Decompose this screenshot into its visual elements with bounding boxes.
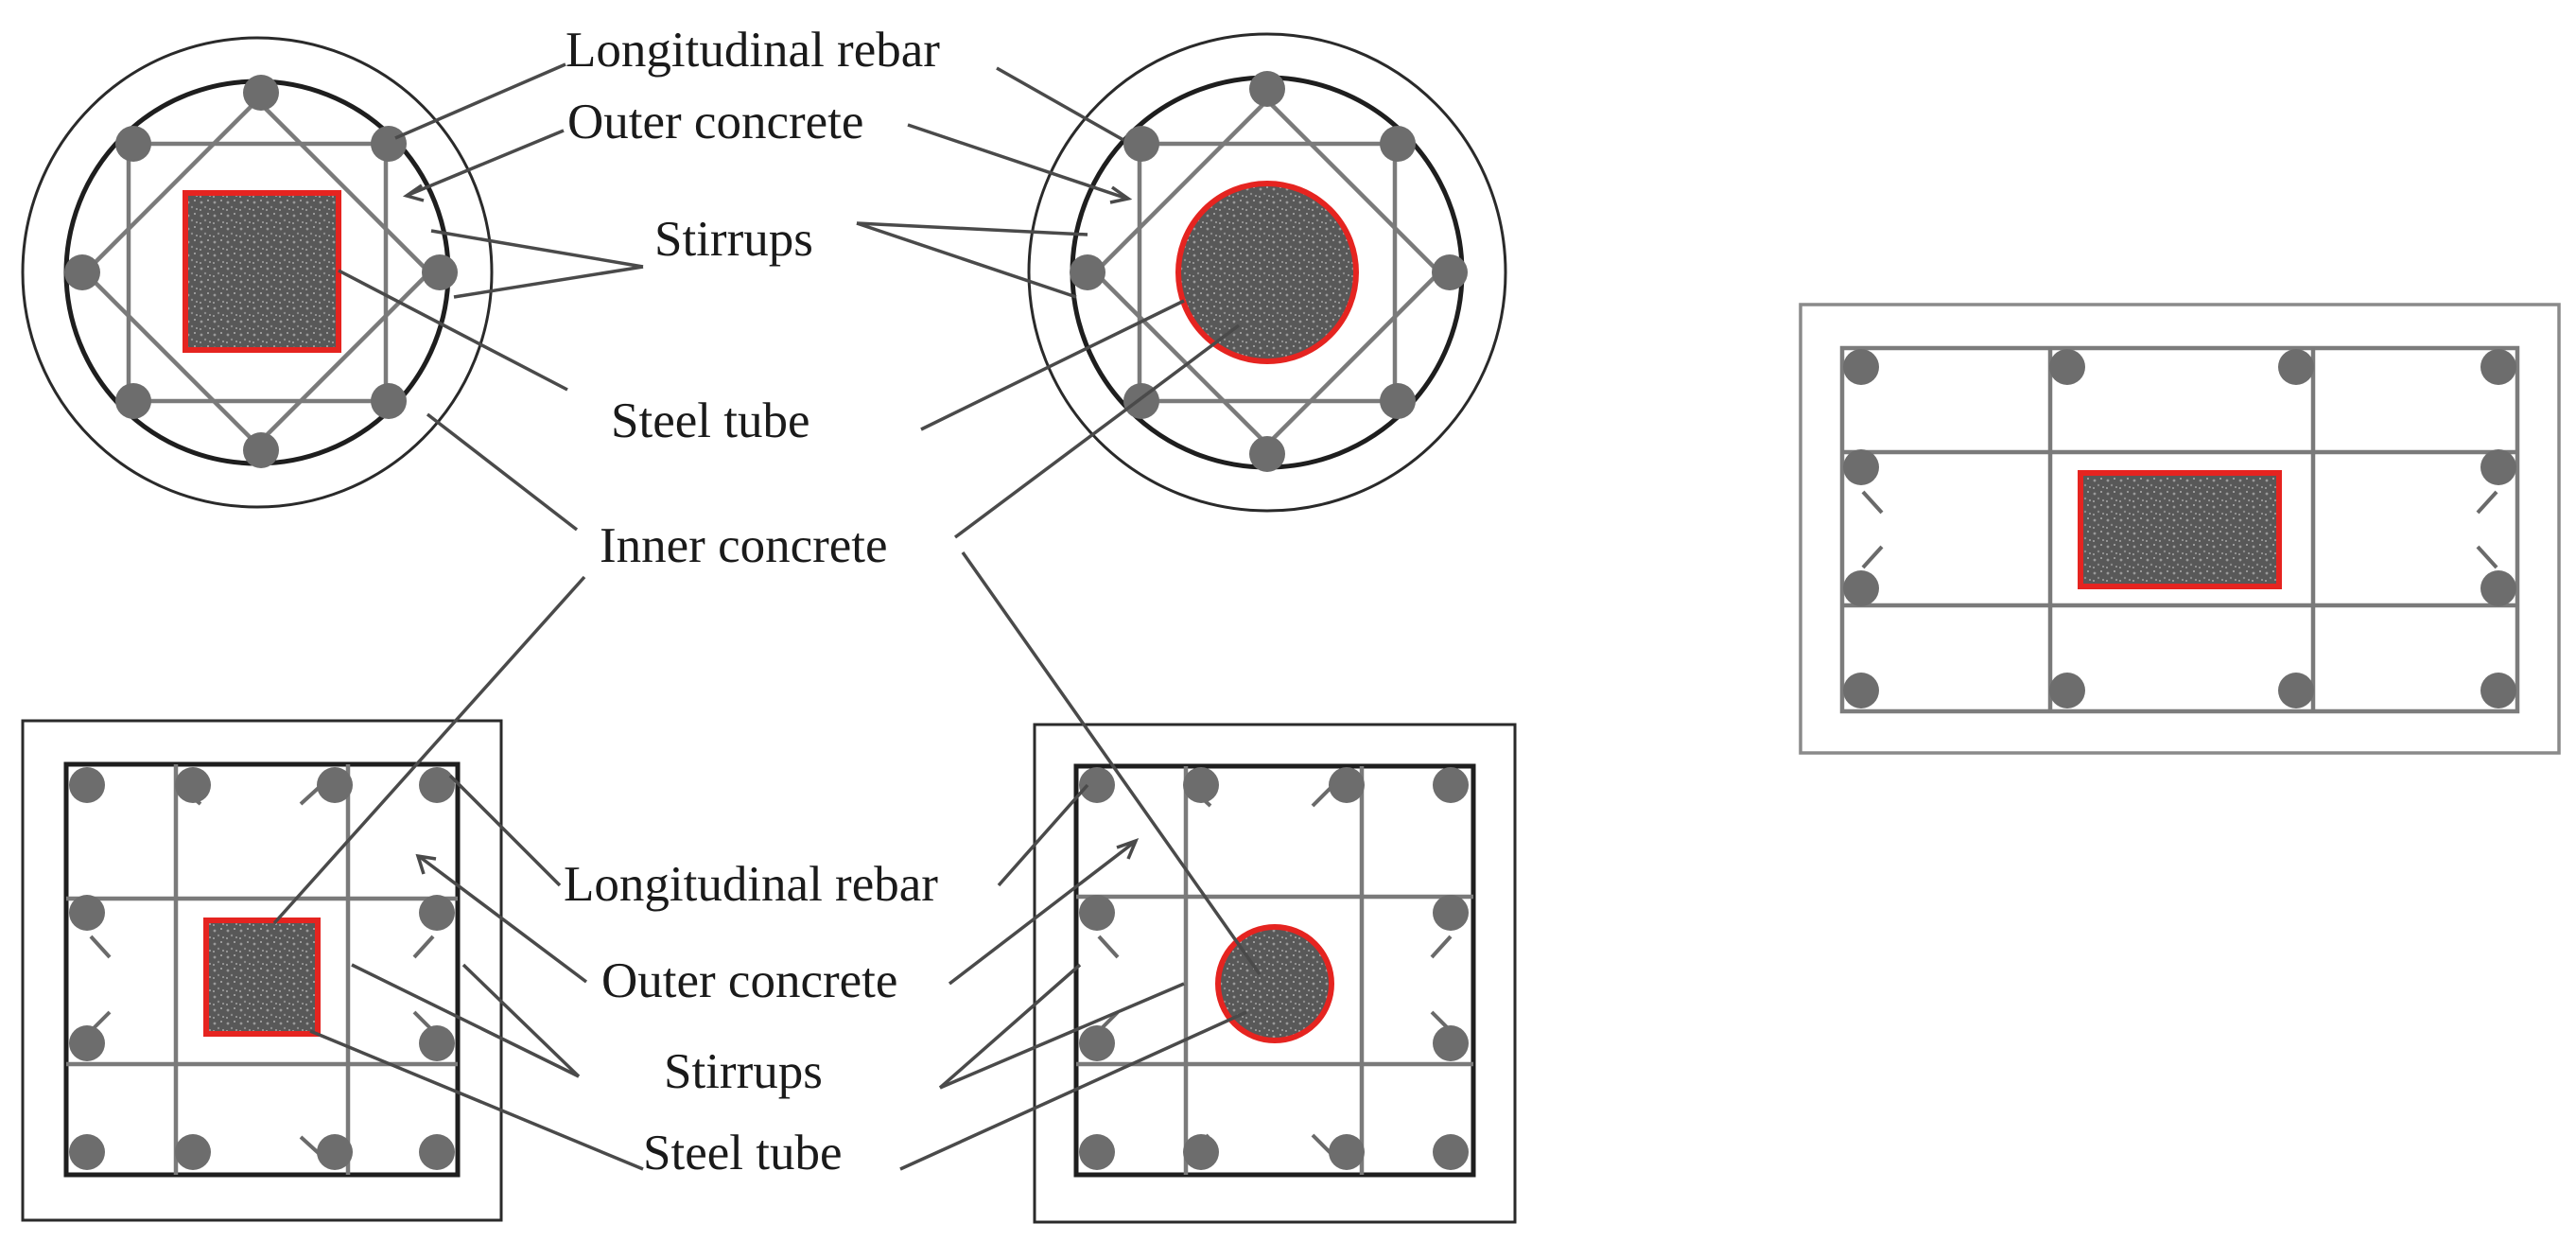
steel-tube-square — [203, 918, 321, 1037]
rebar-dot — [317, 767, 353, 803]
rebar-dot — [2480, 349, 2516, 385]
section-circular-circular-tube — [1027, 32, 1507, 513]
rebar-dot — [2049, 673, 2085, 708]
rebar-group — [1843, 349, 2516, 708]
label-steel-tube-bottom: Steel tube — [643, 1126, 842, 1180]
rebar-dot — [69, 895, 105, 931]
rebar-dot — [115, 126, 151, 162]
rebar-dot — [371, 126, 407, 162]
concrete-cover-boundary — [1073, 763, 1476, 1178]
column-outer-boundary — [21, 36, 494, 509]
rebar-dot — [1843, 673, 1879, 708]
rebar-dot — [1843, 349, 1879, 385]
label-inner-concrete: Inner concrete — [600, 518, 888, 573]
stirrup-square — [1137, 141, 1398, 404]
label-stirrups-top: Stirrups — [654, 212, 813, 267]
rebar-dot — [69, 767, 105, 803]
rebar-group — [69, 767, 455, 1170]
steel-tube-square — [183, 190, 341, 353]
rebar-group — [1079, 767, 1469, 1170]
stirrup-grid — [1076, 766, 1473, 1175]
rebar-dot — [419, 1025, 455, 1061]
rebar-dot — [1380, 383, 1416, 419]
rebar-dot — [1433, 895, 1469, 931]
rebar-dot — [1079, 1134, 1115, 1170]
rebar-dot — [1070, 254, 1105, 290]
rebar-dot — [422, 254, 458, 290]
rebar-dot — [419, 767, 455, 803]
rebar-dot — [1249, 436, 1285, 472]
rebar-dot — [2480, 673, 2516, 708]
label-outer-concrete-top: Outer concrete — [567, 95, 863, 149]
rebar-dot — [1433, 1025, 1469, 1061]
column-outer-boundary — [1033, 723, 1517, 1224]
section-rectangular-rectangular-tube — [1799, 303, 2561, 755]
label-outer-concrete-bottom: Outer concrete — [601, 953, 897, 1008]
rebar-dot — [1079, 1025, 1115, 1061]
rebar-dot — [1079, 895, 1115, 931]
section-square-circular-tube — [1033, 723, 1517, 1224]
section-circular-square-tube — [21, 36, 494, 509]
stirrup-square — [126, 141, 389, 404]
rebar-group — [64, 75, 458, 468]
rebar-dot — [243, 75, 279, 111]
rebar-dot — [419, 1134, 455, 1170]
rebar-dot — [371, 383, 407, 419]
rebar-dot — [175, 1134, 211, 1170]
label-stirrups-bottom: Stirrups — [664, 1044, 823, 1099]
rebar-dot — [1183, 1134, 1219, 1170]
steel-tube-circular — [1175, 181, 1359, 364]
concrete-cover-boundary — [63, 761, 461, 1178]
rebar-dot — [1843, 449, 1879, 485]
rebar-dot — [419, 895, 455, 931]
section-square-square-tube — [21, 719, 503, 1222]
leader-lines-bottom — [309, 774, 1247, 1171]
rebar-dot — [2480, 449, 2516, 485]
label-longitudinal-rebar-bottom: Longitudinal rebar — [564, 857, 938, 912]
rebar-dot — [1433, 767, 1469, 803]
rebar-dot — [1433, 1134, 1469, 1170]
column-outer-boundary — [1027, 32, 1507, 513]
rebar-dot — [115, 383, 151, 419]
rebar-dot — [1380, 126, 1416, 162]
label-longitudinal-rebar-top: Longitudinal rebar — [566, 23, 940, 78]
steel-tube-rectangular — [2078, 470, 2282, 589]
column-outer-boundary — [21, 719, 503, 1222]
steel-tube-circular — [1215, 924, 1334, 1043]
rebar-dot — [1329, 1134, 1365, 1170]
rebar-dot — [1123, 126, 1159, 162]
rebar-dot — [1329, 767, 1365, 803]
label-steel-tube-top: Steel tube — [611, 393, 809, 448]
rebar-dot — [243, 432, 279, 468]
concrete-cover-boundary — [1839, 345, 2520, 714]
leader-lines-top — [272, 62, 1262, 976]
rebar-dot — [69, 1134, 105, 1170]
rebar-dot — [2049, 349, 2085, 385]
rebar-dot — [1079, 767, 1115, 803]
rebar-dot — [2480, 570, 2516, 606]
rebar-dot — [1183, 767, 1219, 803]
rebar-dot — [1432, 254, 1468, 290]
rebar-dot — [2278, 673, 2314, 708]
rebar-dot — [2278, 349, 2314, 385]
rebar-dot — [1249, 71, 1285, 107]
rebar-dot — [1843, 570, 1879, 606]
rebar-dot — [69, 1025, 105, 1061]
rebar-dot — [317, 1134, 353, 1170]
stirrup-hooks — [1861, 490, 2498, 569]
rebar-dot — [175, 767, 211, 803]
column-outer-boundary — [1799, 303, 2561, 755]
stirrup-grid — [1842, 348, 2517, 711]
rebar-dot — [64, 254, 100, 290]
